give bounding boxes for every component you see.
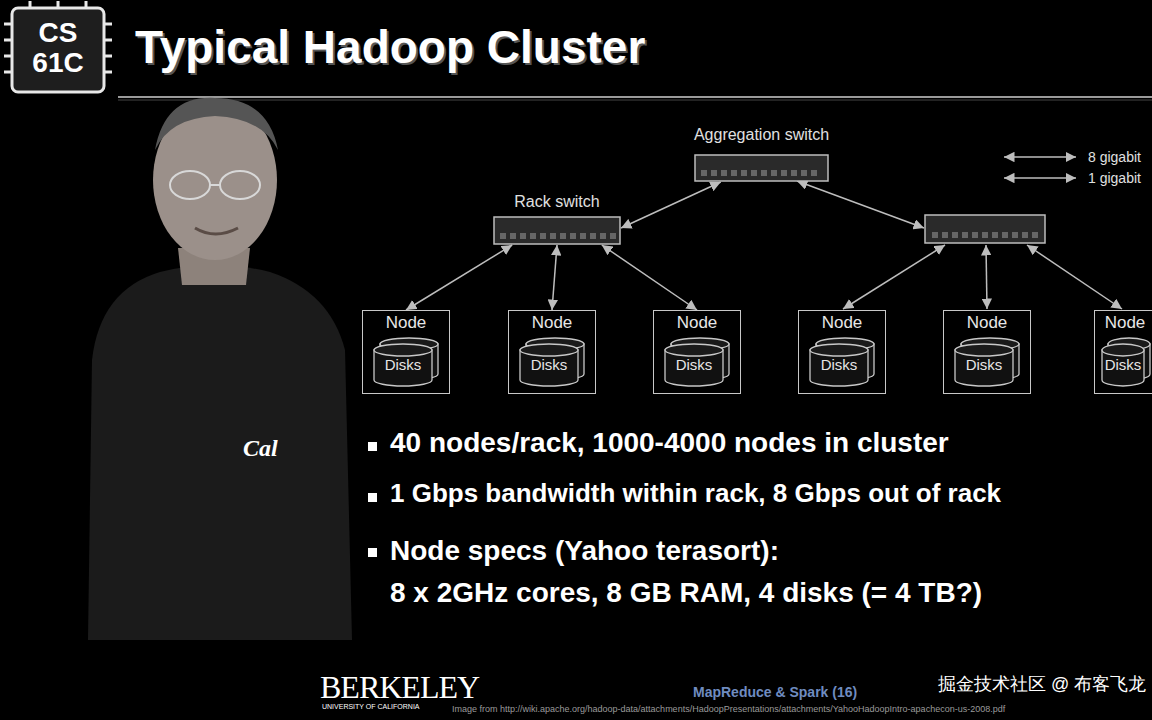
link-arrow <box>602 245 697 310</box>
title-rule-shadow <box>118 100 1152 101</box>
node-label: Node <box>1095 313 1152 333</box>
bullet-text: 8 x 2GHz cores, 8 GB RAM, 4 disks (= 4 T… <box>390 576 982 610</box>
node-box: NodeDisks <box>798 310 886 394</box>
disk-cylinder: Disks <box>664 337 730 387</box>
slide-title: Typical Hadoop Cluster <box>135 20 645 74</box>
shirt-logo: Cal <box>243 434 278 463</box>
node-box: NodeDisks <box>508 310 596 394</box>
legend-arrows <box>1004 157 1076 178</box>
university-subtitle: UNIVERSITY OF CALIFORNIA <box>322 703 420 711</box>
node-label: Node <box>363 313 449 333</box>
disk-label: Disks <box>664 356 724 374</box>
bullet-markers <box>368 442 377 557</box>
university-logo: BERKELEY <box>320 668 479 706</box>
switch-label: Aggregation switch <box>680 125 843 145</box>
disk-cylinder: Disks <box>519 337 585 387</box>
link-arrow <box>621 182 721 228</box>
bullet-text: Node specs (Yahoo terasort): <box>390 534 779 568</box>
network-switch: Rack switch <box>493 192 621 245</box>
switch-graphic <box>694 154 829 182</box>
switch-graphic <box>493 216 621 245</box>
node-box: NodeDisks <box>653 310 741 394</box>
image-credit: Image from http://wiki.apache.org/hadoop… <box>452 704 1005 715</box>
disk-cylinder: Disks <box>954 337 1020 387</box>
disk-cylinder: Disks <box>809 337 875 387</box>
link-arrow <box>552 245 557 310</box>
disk-label: Disks <box>809 356 869 374</box>
node-label: Node <box>509 313 595 333</box>
watermark: 掘金技术社区 @ 布客飞龙 <box>938 672 1146 696</box>
logo-text: CS 61C <box>22 18 94 78</box>
node-label: Node <box>654 313 740 333</box>
title-rule <box>118 96 1152 98</box>
legend-text: 8 gigabit <box>1088 149 1141 165</box>
legend-text: 1 gigabit <box>1088 170 1141 186</box>
disk-cylinder: Disks <box>1101 337 1151 387</box>
node-box: NodeDisks <box>1094 310 1152 394</box>
logo-chip <box>4 1 112 92</box>
node-label: Node <box>944 313 1030 333</box>
disk-label: Disks <box>1101 356 1145 374</box>
disk-cylinder: Disks <box>373 337 439 387</box>
disk-label: Disks <box>954 356 1014 374</box>
link-arrow <box>406 245 512 310</box>
switch-label: Rack switch <box>493 192 621 212</box>
network-switch: Aggregation switch <box>680 125 843 182</box>
bullet-text: 40 nodes/rack, 1000-4000 nodes in cluste… <box>390 426 949 460</box>
presenter-figure <box>88 98 352 640</box>
node-box: NodeDisks <box>362 310 450 394</box>
rack-switch-right <box>925 215 1045 243</box>
disk-label: Disks <box>519 356 579 374</box>
node-label: Node <box>799 313 885 333</box>
right-rack-links <box>797 181 1122 309</box>
bullet-text: 1 Gbps bandwidth within rack, 8 Gbps out… <box>390 478 1001 509</box>
disk-label: Disks <box>373 356 433 374</box>
footer-lecture: MapReduce & Spark (16) <box>693 684 857 701</box>
node-box: NodeDisks <box>943 310 1031 394</box>
